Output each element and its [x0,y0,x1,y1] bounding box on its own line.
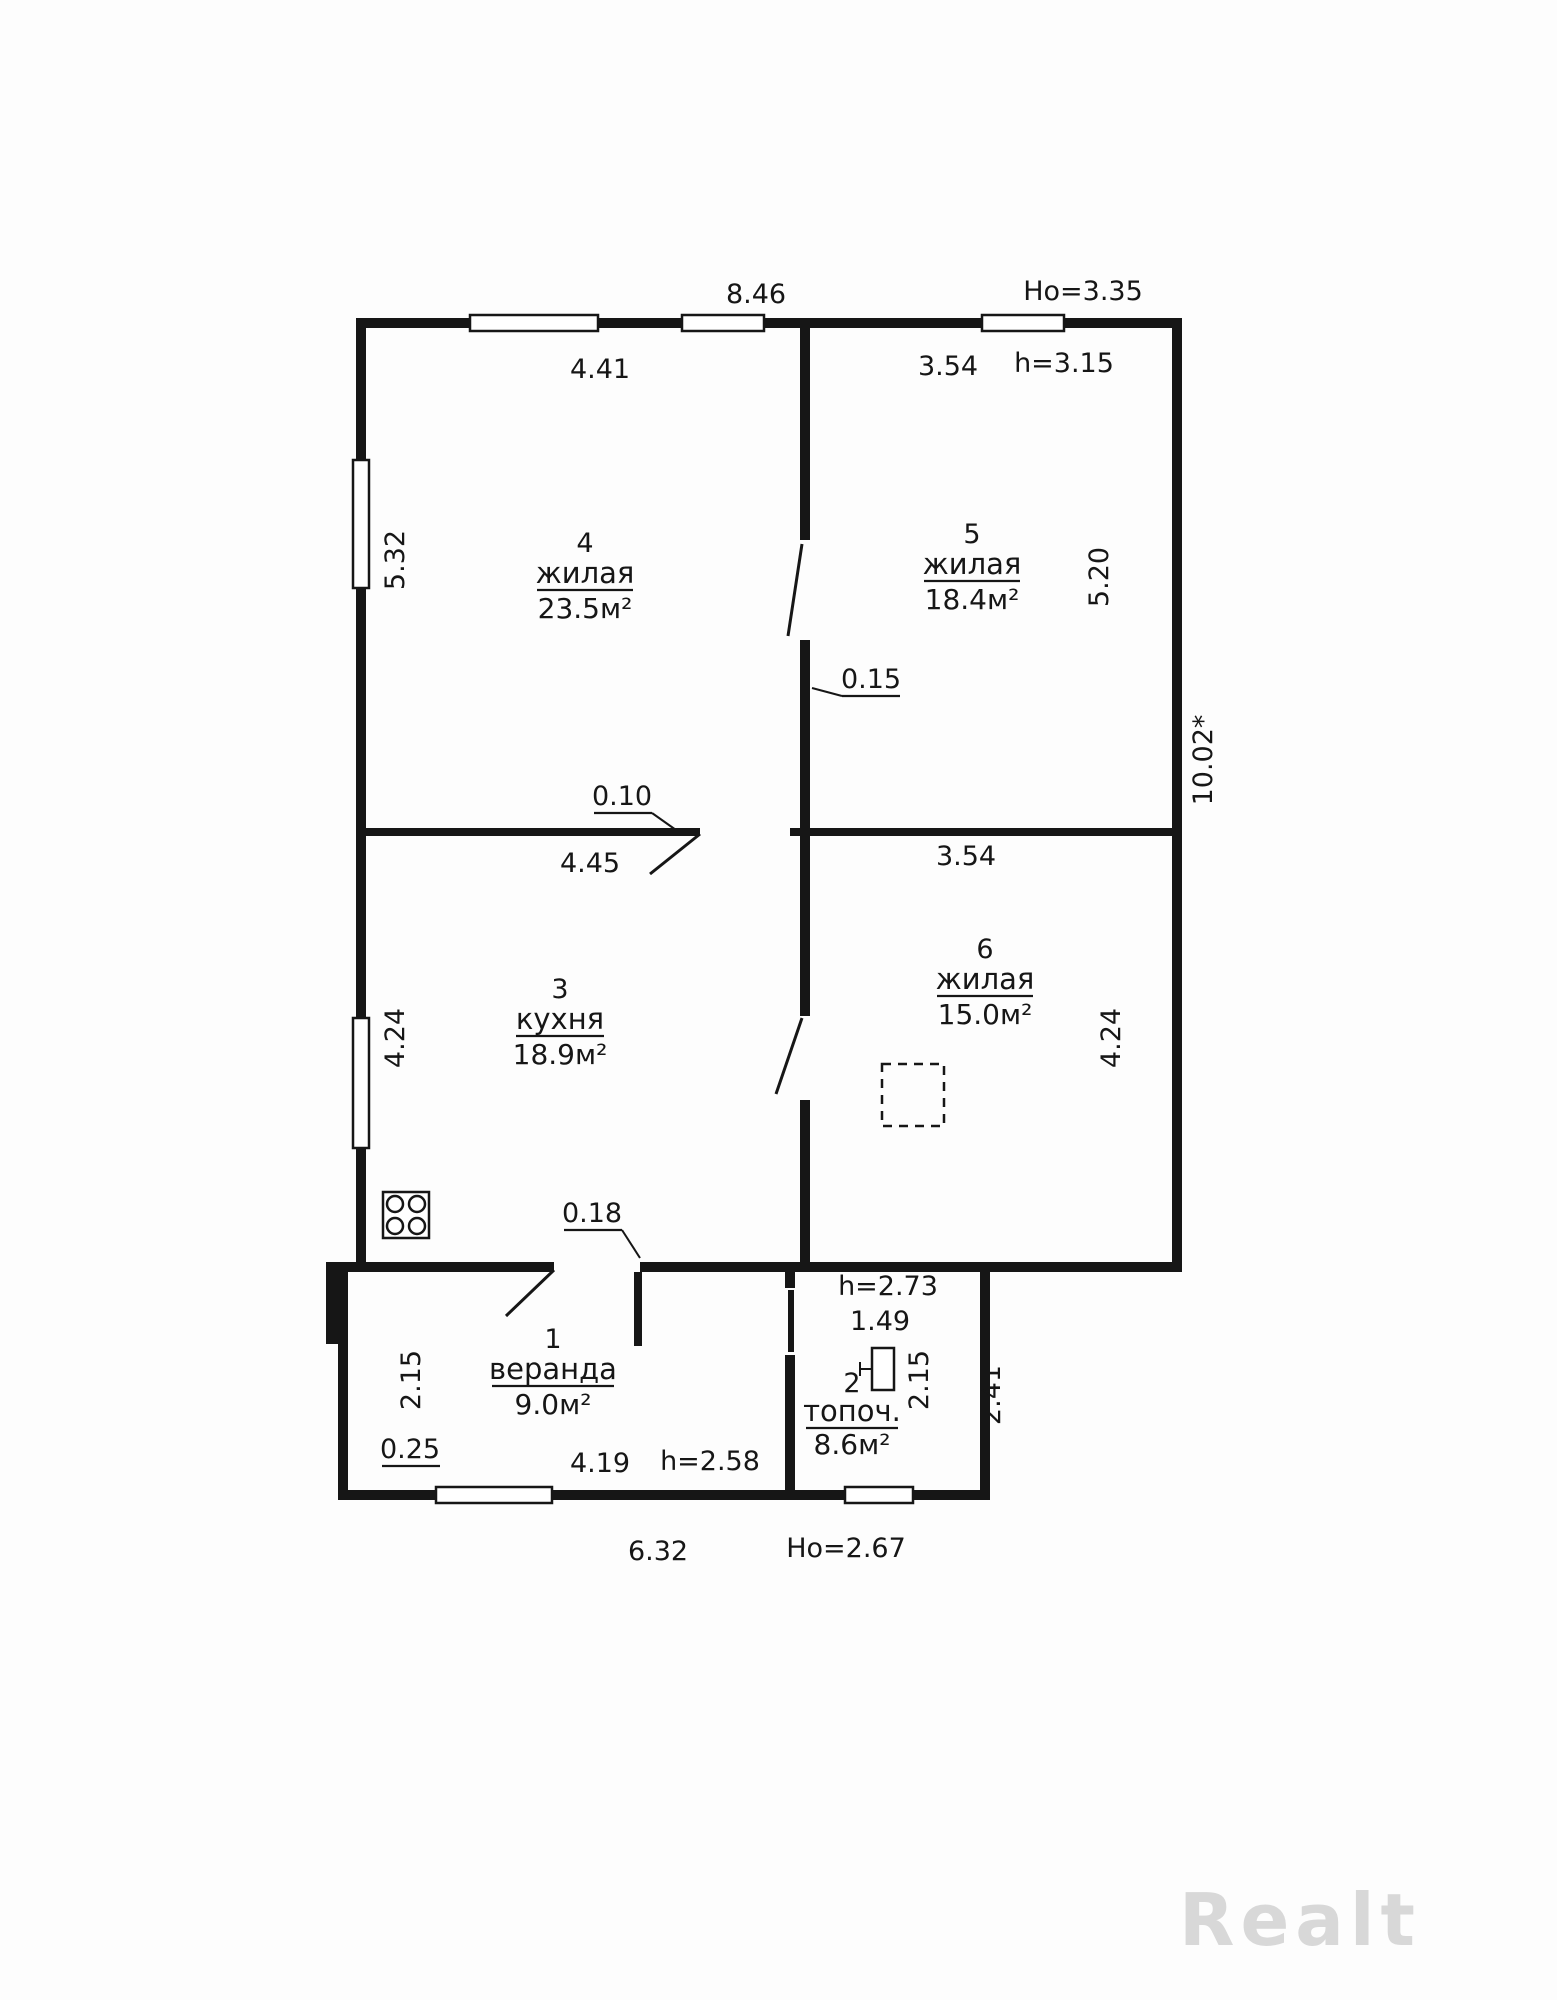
window-top-3 [980,313,1066,333]
dim-wall-015: 0.15 [841,664,901,695]
dim-height-veranda: h=2.58 [660,1446,760,1477]
door-leaf-midwall [649,832,701,876]
furnace-dashed-icon [880,1062,946,1128]
dimension-labels: 8.46 Но=3.35 4.41 3.54 h=3.15 5.32 5.20 … [380,276,1219,1567]
dim-room5-height: 5.20 [1084,547,1115,607]
room3-number: 3 [551,974,568,1005]
dim-height-boiler: h=2.73 [838,1271,938,1302]
dim-veranda-left: 2.15 [396,1350,427,1410]
door-leaves [504,543,804,1352]
window-left-1 [351,458,371,590]
room5-name: жилая [923,547,1022,581]
room1-number: 1 [544,1324,561,1355]
room2-name: топоч. [803,1394,901,1428]
dim-kitchen-width: 4.45 [560,848,620,879]
dim-annex-bottom: 6.32 [628,1536,688,1567]
window-left-2 [351,1016,371,1150]
door-leaf-boiler [788,1290,794,1352]
room4-number: 4 [576,528,593,559]
dim-boiler-depth: 2.15 [904,1350,935,1410]
walls [326,318,1182,1500]
window-top-2 [680,313,766,333]
room5-area: 18.4м² [925,583,1020,616]
boiler-icon [859,1346,896,1392]
annotation-lines [382,579,1033,1468]
dim-wall-010: 0.10 [592,781,652,812]
room3-name: кухня [516,1002,604,1036]
room6-name: жилая [936,962,1035,996]
dim-room6-width: 3.54 [936,841,996,872]
room1-name: веранда [489,1352,617,1386]
dim-height-inner-top: h=3.15 [1014,348,1114,379]
stove-icon [381,1190,431,1240]
room-labels: 4 жилая 23.5м² 5 жилая 18.4м² 3 кухня 18… [489,519,1034,1461]
room2-area: 8.6м² [814,1428,891,1461]
room4-name: жилая [536,556,635,590]
room2-number: 2 [843,1368,860,1399]
window-veranda [434,1485,554,1505]
door-leaf-kitchen-room6 [774,1017,804,1095]
dim-wall-018: 0.18 [562,1198,622,1229]
room6-number: 6 [976,934,993,965]
room6-area: 15.0м² [938,998,1033,1031]
dim-height-outer-bottom: Но=2.67 [786,1533,906,1564]
door-leaf-room4-room5 [786,543,804,637]
symbols [381,1062,946,1392]
dim-room6-height: 4.24 [1096,1008,1127,1068]
room3-area: 18.9м² [513,1038,608,1071]
room1-area: 9.0м² [515,1388,592,1421]
door-leaf-kitchen-veranda [504,1268,556,1318]
window-boiler [843,1485,915,1505]
dim-kitchen-height: 4.24 [380,1008,411,1068]
window-top-1 [468,313,600,333]
dim-boiler-width: 1.49 [850,1306,910,1337]
windows [351,313,1066,1505]
room4-area: 23.5м² [538,592,633,625]
dim-overall-top: 8.46 [726,279,786,310]
dim-overall-right: 10.02* [1188,715,1219,806]
dim-annex-right: 2.41 [976,1365,1007,1425]
dim-room5-width: 3.54 [918,351,978,382]
dim-step: 0.25 [380,1434,440,1465]
room5-number: 5 [963,519,980,550]
dim-veranda-width: 4.19 [570,1448,630,1479]
dim-height-outer-top: Но=3.35 [1023,276,1143,307]
realt-watermark-logo: Realt [1179,1878,1421,1962]
dim-room4-height: 5.32 [380,530,411,590]
dim-room4-width: 4.41 [570,354,630,385]
